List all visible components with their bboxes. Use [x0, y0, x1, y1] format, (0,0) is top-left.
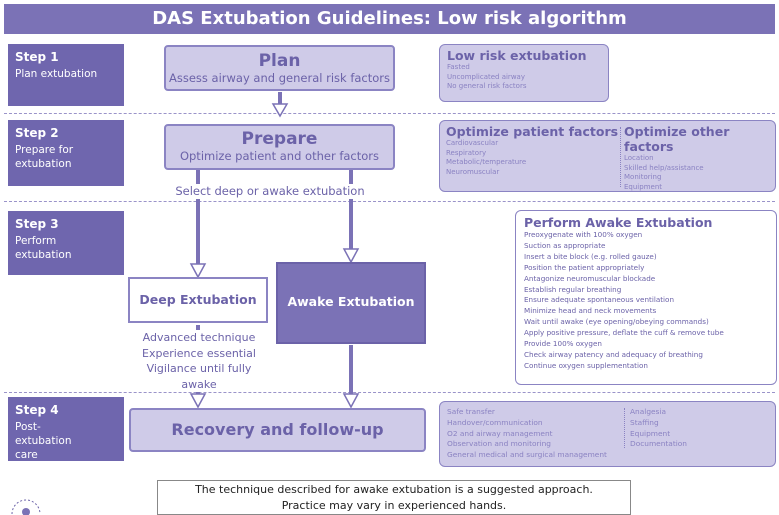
plan-title: Plan [258, 51, 301, 71]
footer-note: The technique described for awake extuba… [157, 480, 631, 515]
deep-note: Advanced technique [142, 331, 256, 344]
list-item: Preoxygenate with 100% oxygen [524, 230, 643, 239]
list-item: Apply positive pressure, deflate the cuf… [524, 328, 724, 338]
deep-note: Experience essential [142, 346, 256, 360]
arrowhead [189, 263, 207, 279]
step-title: Step 1 [15, 50, 59, 64]
plan-subtitle: Assess airway and general risk factors [168, 71, 390, 85]
list-item: Staffing [630, 417, 659, 427]
other-factors-column: Optimize other factors Location Skilled … [624, 124, 774, 192]
logo-mark [22, 508, 30, 515]
list-item: Equipment [630, 428, 671, 438]
patient-factors-title: Optimize patient factors [446, 124, 619, 139]
arrowhead [342, 248, 360, 264]
note-line: Practice may vary in experienced hands. [281, 499, 507, 512]
list-item: Check airway patency and adequacy of bre… [524, 349, 703, 359]
plan-box: Plan Assess airway and general risk fact… [164, 45, 395, 91]
awake-panel-title: Perform Awake Extubation [524, 215, 713, 230]
recovery-right-column: Analgesia Staffing Equipment Documentati… [630, 407, 760, 450]
list-item: No general risk factors [447, 82, 527, 91]
list-item: Metabolic/temperature [446, 158, 527, 167]
list-item: Antagonize neuromuscular blockade [524, 273, 656, 283]
logo-arc [11, 499, 41, 515]
list-item: Respiratory [446, 148, 487, 157]
list-item: Equipment [624, 182, 662, 191]
section-divider [4, 201, 775, 202]
prepare-title: Prepare [241, 129, 318, 149]
list-item: Cardiovascular [446, 139, 499, 147]
step-title: Step 2 [15, 126, 59, 140]
list-item: Location [624, 154, 654, 162]
step-title: Step 4 [15, 403, 59, 417]
list-item: Handover/communication [447, 417, 543, 427]
list-item: Wait until awake (eye opening/obeying co… [524, 317, 709, 327]
list-item: Insert a bite block (e.g. rolled gauze) [524, 251, 657, 261]
optimize-factors-panel: Optimize patient factors Cardiovascular … [439, 120, 776, 192]
list-item: Position the patient appropriately [524, 262, 645, 272]
das-logo [11, 499, 41, 515]
low-risk-title: Low risk extubation [447, 48, 587, 63]
select-extubation-label: Select deep or awake extubation [170, 184, 370, 199]
awake-extubation-panel: Perform Awake Extubation Preoxygenate wi… [515, 210, 777, 385]
recovery-left-column: Safe transfer Handover/communication O2 … [447, 407, 627, 461]
column-divider [620, 127, 621, 187]
deep-extubation-box: Deep Extubation [128, 277, 268, 323]
list-item: Provide 100% oxygen [524, 339, 602, 349]
recovery-box: Recovery and follow-up [129, 408, 426, 452]
note-line: The technique described for awake extuba… [195, 483, 593, 496]
list-item: General medical and surgical management [447, 450, 607, 460]
prepare-subtitle: Optimize patient and other factors [179, 149, 380, 163]
list-item: Documentation [630, 439, 687, 449]
list-item: Observation and monitoring [447, 439, 551, 449]
list-item: Ensure adequate spontaneous ventilation [524, 295, 674, 305]
awake-extubation-box: Awake Extubation [276, 262, 426, 344]
page-title: DAS Extubation Guidelines: Low risk algo… [4, 4, 775, 34]
arrowhead [342, 393, 360, 409]
section-divider [4, 392, 775, 393]
step-2-box: Step 2 Prepare for extubation [8, 120, 124, 186]
step-3-box: Step 3 Perform extubation [8, 211, 124, 275]
column-divider [624, 408, 625, 448]
list-item: Monitoring [624, 173, 662, 182]
other-factors-title: Optimize other factors [624, 124, 730, 154]
step-subtitle: Post-extubation care [15, 421, 72, 461]
deep-note: Vigilance until fully awake [146, 362, 252, 391]
step-4-box: Step 4 Post-extubation care [8, 397, 124, 461]
list-item: Continue oxygen supplementation [524, 360, 648, 370]
deep-extubation-notes: Advanced technique Experience essential … [128, 330, 270, 392]
list-item: Establish regular breathing [524, 284, 622, 294]
list-item: Minimize head and neck movements [524, 306, 657, 316]
arrowhead [271, 103, 289, 118]
list-item: O2 and airway management [447, 428, 553, 438]
arrowhead [189, 393, 207, 409]
step-subtitle: Prepare for extubation [15, 144, 74, 170]
step-subtitle: Perform extubation [15, 235, 72, 261]
list-item: Neuromuscular [446, 167, 500, 176]
section-divider [4, 113, 775, 114]
list-item: Fasted [447, 63, 470, 71]
list-item: Analgesia [630, 407, 666, 416]
step-title: Step 3 [15, 217, 59, 231]
list-item: Uncomplicated airway [447, 72, 525, 81]
patient-factors-column: Optimize patient factors Cardiovascular … [446, 124, 621, 177]
low-risk-panel: Low risk extubation Fasted Uncomplicated… [439, 44, 609, 102]
step-1-box: Step 1 Plan extubation [8, 44, 124, 106]
prepare-box: Prepare Optimize patient and other facto… [164, 124, 395, 170]
recovery-panel: Safe transfer Handover/communication O2 … [439, 401, 776, 467]
list-item: Skilled help/assistance [624, 163, 704, 172]
list-item: Safe transfer [447, 407, 495, 416]
list-item: Suction as appropriate [524, 240, 606, 250]
step-subtitle: Plan extubation [15, 68, 98, 80]
